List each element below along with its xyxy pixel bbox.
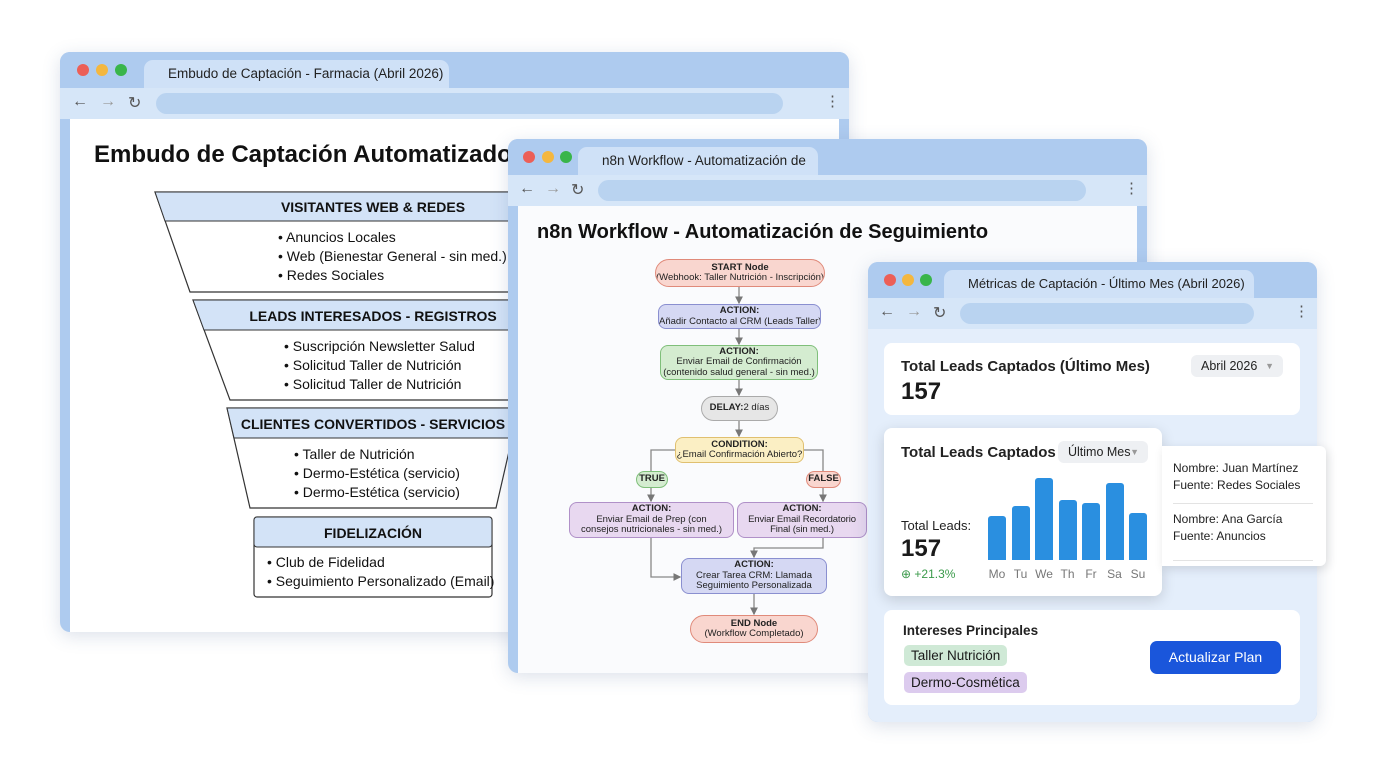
x-tick-label: Mo	[988, 567, 1006, 581]
menu-icon[interactable]: ⋮	[1124, 180, 1139, 197]
x-tick-label: Th	[1060, 567, 1075, 581]
funnel-item: • Solicitud Taller de Nutrición	[284, 357, 462, 373]
maximize-window-button[interactable]	[560, 151, 572, 163]
funnel-item: • Redes Sociales	[278, 267, 385, 283]
chart-card: Total Leads Captados Último Mes▼ Total L…	[884, 428, 1162, 596]
chart-title: Total Leads Captados	[901, 444, 1056, 461]
close-window-button[interactable]	[523, 151, 535, 163]
arrow-up-circle-icon: ⊕	[901, 567, 912, 581]
interests-title: Intereses Principales	[903, 623, 1039, 638]
funnel-item: • Solicitud Taller de Nutrición	[284, 376, 462, 392]
chart-period-select[interactable]: Último Mes▼	[1058, 441, 1148, 463]
connector	[750, 538, 824, 559]
growth-indicator: ⊕ +21.3%	[901, 567, 956, 581]
funnel-stage-title: CLIENTES CONVERTIDOS - SERVICIOS	[240, 416, 506, 432]
funnel-item: • Suscripción Newsletter Salud	[284, 338, 475, 354]
add-contact-node[interactable]: ACTION:Añadir Contacto al CRM (Leads Tal…	[658, 304, 821, 329]
funnel-stage-title: LEADS INTERESADOS - REGISTROS	[249, 308, 497, 324]
interest-tag[interactable]: Dermo-Cosmética	[904, 672, 1027, 693]
x-tick-label: We	[1035, 567, 1053, 581]
funnel-item: • Taller de Nutrición	[294, 446, 415, 462]
delay-node[interactable]: DELAY: 2 días	[701, 396, 778, 421]
chevron-down-icon: ▼	[1265, 361, 1274, 371]
funnel-item: • Dermo-Estética (servicio)	[294, 484, 460, 500]
bar-fr[interactable]	[1082, 503, 1100, 560]
funnel-item: • Anuncios Locales	[278, 229, 396, 245]
page-title: Embudo de Captación Automatizado	[94, 141, 512, 168]
false-branch-label: FALSE	[806, 471, 841, 488]
back-icon[interactable]: ←	[879, 303, 895, 320]
x-tick-label: Su	[1130, 567, 1146, 581]
close-window-button[interactable]	[77, 64, 89, 76]
funnel-stage-4-header	[253, 516, 493, 548]
bar-su[interactable]	[1129, 513, 1147, 560]
minimize-window-button[interactable]	[96, 64, 108, 76]
start-node[interactable]: START Node(Webhook: Taller Nutrición - I…	[655, 259, 825, 287]
maximize-window-button[interactable]	[115, 64, 127, 76]
bar-we[interactable]	[1035, 478, 1053, 560]
minimize-window-button[interactable]	[902, 274, 914, 286]
summary-value: 157	[901, 378, 942, 405]
x-tick-label: Fr	[1085, 567, 1097, 581]
interests-card: Intereses Principales Taller Nutrición D…	[884, 610, 1300, 705]
summary-card: Total Leads Captados (Último Mes) 157 Ab…	[884, 343, 1300, 415]
funnel-stage-2-header	[192, 299, 520, 331]
address-bar[interactable]	[960, 303, 1254, 324]
connector	[650, 538, 682, 581]
reload-icon[interactable]: ↻	[571, 182, 585, 199]
address-bar[interactable]	[598, 180, 1086, 201]
chevron-down-icon: ▼	[1130, 447, 1139, 457]
bar-th[interactable]	[1058, 500, 1077, 560]
bar-mo[interactable]	[988, 516, 1006, 560]
forward-icon[interactable]: →	[100, 93, 116, 110]
funnel-stage-title: VISITANTES WEB & REDES	[280, 199, 466, 215]
summary-title: Total Leads Captados (Último Mes)	[901, 358, 1150, 375]
workflow-title: n8n Workflow - Automatización de Seguimi…	[537, 221, 989, 243]
condition-node[interactable]: CONDITION:¿Email Confirmación Abierto?	[675, 437, 804, 463]
browser-tab[interactable]: Embudo de Captación - Farmacia (Abril 20…	[144, 60, 449, 90]
x-tick-label: Sa	[1107, 567, 1122, 581]
end-node[interactable]: END Node(Workflow Completado)	[690, 615, 818, 643]
funnel-item: • Dermo-Estética (servicio)	[294, 465, 460, 481]
total-leads-value: 157	[901, 535, 942, 562]
toolbar: ← → ↻ ⋮	[508, 175, 1147, 206]
total-leads-label: Total Leads:	[901, 518, 972, 533]
toolbar: ← → ↻ ⋮	[868, 298, 1317, 329]
funnel-stage-title: FIDELIZACIÓN	[324, 525, 422, 541]
maximize-window-button[interactable]	[920, 274, 932, 286]
back-icon[interactable]: ←	[72, 93, 88, 110]
reload-icon[interactable]: ↻	[933, 305, 947, 322]
true-branch-label: TRUE	[636, 471, 668, 488]
forward-icon[interactable]: →	[906, 303, 922, 320]
update-plan-button[interactable]: Actualizar Plan	[1150, 641, 1281, 674]
period-select[interactable]: Abril 2026▼	[1191, 355, 1283, 377]
x-tick-label: Tu	[1013, 567, 1028, 581]
address-bar[interactable]	[156, 93, 783, 114]
menu-icon[interactable]: ⋮	[1294, 303, 1309, 320]
forward-icon[interactable]: →	[545, 180, 561, 197]
bar-sa[interactable]	[1105, 483, 1124, 560]
interest-tag[interactable]: Taller Nutrición	[904, 645, 1008, 666]
confirmation-email-node[interactable]: ACTION:Enviar Email de Confirmación(cont…	[660, 345, 818, 380]
reload-icon[interactable]: ↻	[128, 95, 142, 112]
toolbar: ← → ↻ ⋮	[60, 88, 849, 119]
minimize-window-button[interactable]	[542, 151, 554, 163]
browser-tab[interactable]: n8n Workflow - Automatización de	[578, 147, 818, 177]
browser-tab[interactable]: Métricas de Captación - Último Mes (Abri…	[944, 270, 1254, 300]
funnel-item: • Seguimiento Personalizado (Email)	[267, 573, 495, 589]
funnel-item: • Club de Fidelidad	[267, 554, 385, 570]
back-icon[interactable]: ←	[519, 180, 535, 197]
close-window-button[interactable]	[884, 274, 896, 286]
bar-tu[interactable]	[1011, 506, 1030, 560]
menu-icon[interactable]: ⋮	[825, 93, 840, 110]
funnel-stage-1-header	[154, 191, 520, 222]
funnel-shapes	[154, 191, 520, 598]
funnel-item: • Web (Bienestar General - sin med.)	[278, 248, 507, 264]
